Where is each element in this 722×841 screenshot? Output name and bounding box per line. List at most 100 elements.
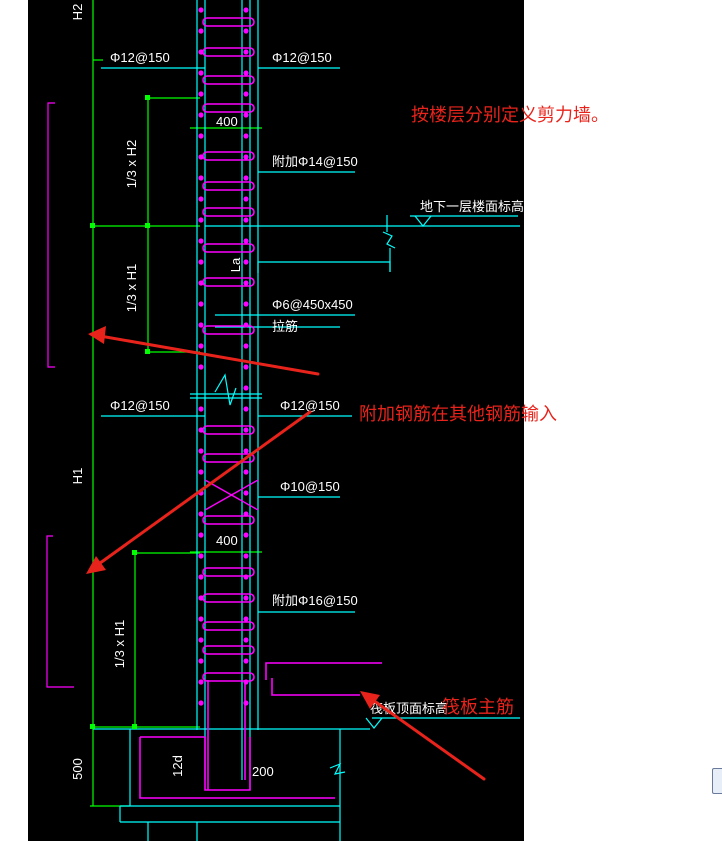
rebar-dot [198, 322, 204, 328]
rebar-dot [198, 637, 204, 643]
anchor-200: 200 [252, 764, 274, 779]
rebar-dot [243, 448, 249, 454]
anchor-12d: 12d [170, 755, 185, 777]
rebar-stirrup: Φ10@150 [280, 479, 340, 494]
stirrup [202, 207, 255, 217]
rebar-dot [243, 238, 249, 244]
dim-third-h2: 1/3 x H2 [124, 140, 139, 188]
rebar-dot [198, 217, 204, 223]
rebar-dot [243, 700, 249, 706]
rebar-dot [198, 28, 204, 34]
rebar-labels: Φ12@150 Φ12@150 附加Φ14@150 Φ6@450x450 拉筋 … [110, 50, 524, 716]
level-raft: 筏板顶面标高 [370, 701, 448, 716]
raft-rebar [139, 662, 382, 799]
rebar-dot [243, 637, 249, 643]
width-lower: 400 [216, 533, 238, 548]
document-icon [712, 768, 722, 794]
rebar-dot [243, 469, 249, 475]
annotation-extra-rebar: 附加钢筋在其他钢筋输入 [359, 404, 557, 425]
dim-h2: H2 [70, 4, 85, 21]
width-upper: 400 [216, 114, 238, 129]
rebar-dot [243, 679, 249, 685]
red-arrows [86, 326, 486, 781]
annotation-shear-wall: 按楼层分别定义剪力墙。 [411, 105, 609, 126]
rebar-dot [243, 574, 249, 580]
dim-500: 500 [70, 758, 85, 780]
stirrup [202, 17, 255, 27]
rebar-dot [243, 70, 249, 76]
rebar-dot [198, 196, 204, 202]
dimension-labels: H2 1/3 x H2 1/3 x H1 H1 1/3 x H1 500 400… [70, 4, 274, 780]
rebar-dot [243, 301, 249, 307]
rebar-dot [198, 532, 204, 538]
rebar-dot [243, 364, 249, 370]
rebar-dot [198, 679, 204, 685]
rebar-dot [198, 301, 204, 307]
rebar-dot-group [198, 7, 249, 706]
rebar-dot [243, 91, 249, 97]
rebar-dot [243, 616, 249, 622]
lap-length: La [228, 257, 243, 272]
rebar-dot [243, 154, 249, 160]
horizontal-cyan-leaders [101, 67, 520, 613]
annotation-raft-main: 筏板主筋 [442, 697, 514, 718]
rebar-dot [198, 364, 204, 370]
drawing-background [28, 0, 524, 841]
stirrup [202, 325, 255, 335]
rebar-mid-right: Φ12@150 [280, 398, 340, 413]
rebar-dot [198, 553, 204, 559]
rebar-dot [198, 133, 204, 139]
dim-third-h1-upper: 1/3 x H1 [124, 264, 139, 312]
rebar-dot [198, 616, 204, 622]
rebar-dot [243, 133, 249, 139]
stirrup [202, 453, 255, 463]
rebar-add-upper: 附加Φ14@150 [272, 154, 358, 169]
rebar-dot [198, 511, 204, 517]
rebar-dot [243, 658, 249, 664]
rebar-dot [243, 322, 249, 328]
cross-ties [204, 479, 259, 511]
rebar-dot [243, 112, 249, 118]
stirrup [202, 515, 255, 525]
green-ticks [90, 95, 150, 729]
rebar-dot [243, 259, 249, 265]
rebar-dot [243, 343, 249, 349]
stirrup [202, 567, 255, 577]
rebar-dot [198, 448, 204, 454]
rebar-dot [243, 532, 249, 538]
level-basement: 地下一层楼面标高 [420, 199, 524, 214]
rebar-dot [243, 595, 249, 601]
rebar-top-right: Φ12@150 [272, 50, 332, 65]
stirrup [202, 621, 255, 631]
rebar-dot [198, 238, 204, 244]
rebar-dot [198, 343, 204, 349]
rebar-dot [243, 427, 249, 433]
rebar-dot [243, 196, 249, 202]
rebar-dot [198, 259, 204, 265]
stirrup [202, 75, 255, 85]
rebar-dot [243, 553, 249, 559]
rebar-dot [243, 406, 249, 412]
rebar-mid-left: Φ12@150 [110, 398, 170, 413]
dim-third-h1-lower: 1/3 x H1 [112, 620, 127, 668]
rebar-dot [198, 469, 204, 475]
rebar-dot [243, 217, 249, 223]
rebar-dot [198, 700, 204, 706]
rebar-dot [243, 511, 249, 517]
rebar-dot [243, 7, 249, 13]
stirrup [202, 645, 255, 655]
rebar-dot [198, 175, 204, 181]
rebar-dot [198, 91, 204, 97]
rebar-tie-sub: 拉筋 [272, 319, 298, 334]
rebar-dot [198, 70, 204, 76]
rebar-dot [243, 49, 249, 55]
rebar-dot [198, 112, 204, 118]
magenta-brackets [46, 102, 74, 688]
rebar-dot [198, 154, 204, 160]
rebar-dot [198, 574, 204, 580]
rebar-tie: Φ6@450x450 [272, 297, 353, 312]
stirrup [202, 103, 255, 113]
rebar-dot [243, 385, 249, 391]
rebar-dot [198, 658, 204, 664]
